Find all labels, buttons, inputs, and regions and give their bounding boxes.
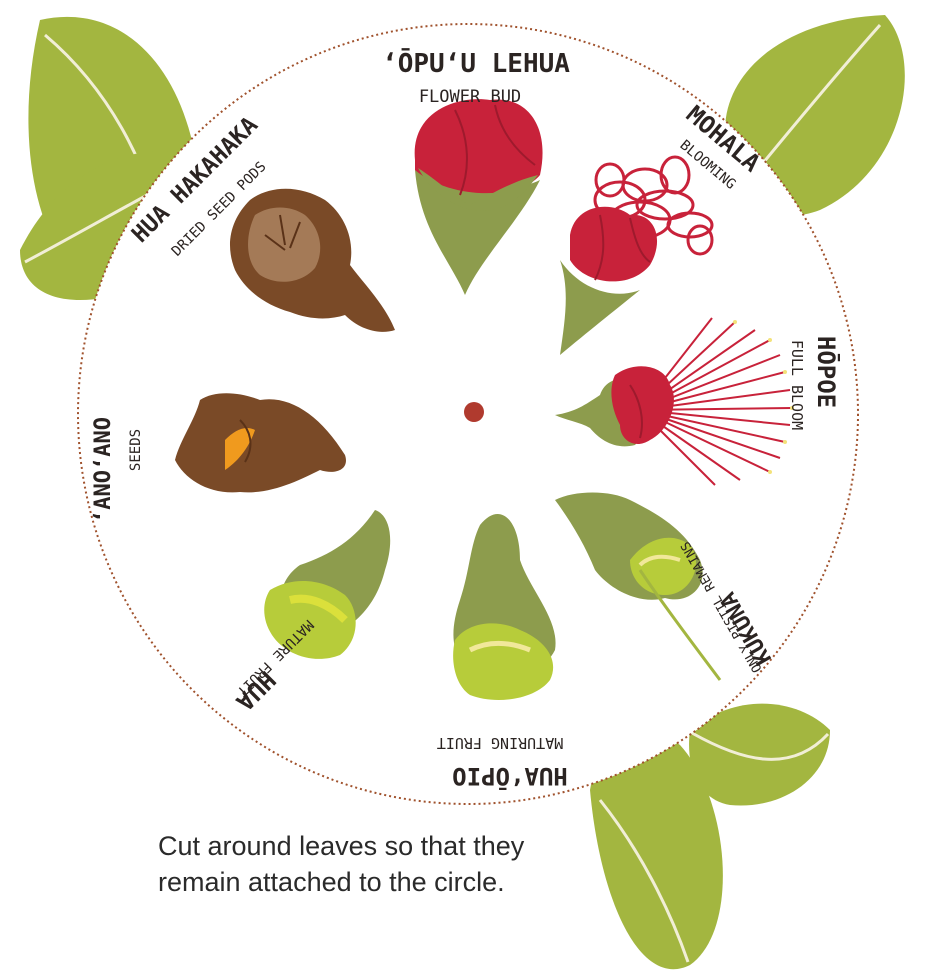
stage-subtitle-huaopio: MATURING FRUIT xyxy=(437,734,563,752)
stage-title-anoano: ʻANOʻANO xyxy=(91,417,116,523)
cut-instruction: Cut around leaves so that they remain at… xyxy=(158,828,578,900)
stage-title-opuu-lehua: ʻŌPUʻU LEHUA xyxy=(382,47,570,79)
stage-title-huaopio: HUAʻŌPIO xyxy=(452,762,568,792)
stage-subtitle-hopoe: FULL BLOOM xyxy=(788,340,806,430)
stage-subtitle-opuu-lehua: FLOWER BUD xyxy=(419,87,521,107)
stage-title-hopoe: HŌPOE xyxy=(812,336,842,408)
center-dot xyxy=(464,402,484,422)
stage-subtitle-anoano: SEEDS xyxy=(128,429,144,471)
